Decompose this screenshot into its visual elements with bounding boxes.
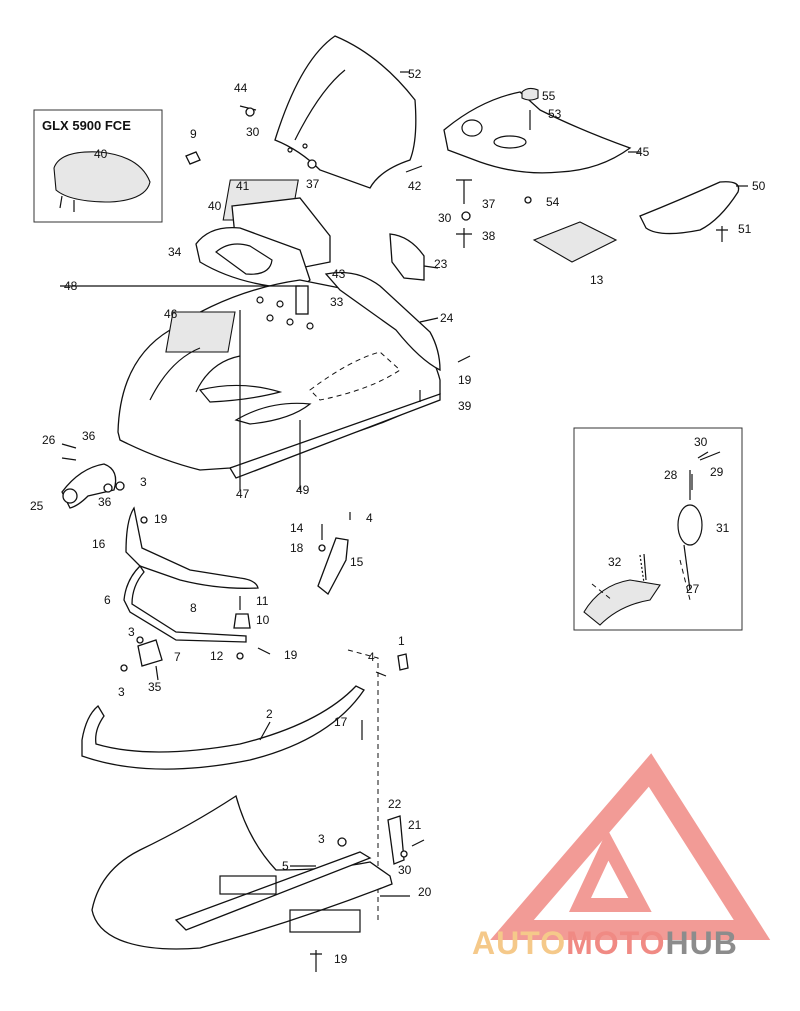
part-windshield xyxy=(274,35,417,189)
callout-39: 39 xyxy=(458,399,472,413)
callout-14: 14 xyxy=(290,521,304,535)
callout-19: 19 xyxy=(284,648,298,662)
callout-3: 3 xyxy=(140,475,147,489)
callout-36: 36 xyxy=(98,495,112,509)
brand-moto: MOTO xyxy=(566,925,665,961)
callout-35: 35 xyxy=(148,680,162,694)
part-bracket-22 xyxy=(387,815,405,865)
callout-41: 41 xyxy=(236,179,250,193)
part-hinge-left xyxy=(61,463,125,509)
callout-24: 24 xyxy=(440,311,454,325)
callout-33: 33 xyxy=(330,295,344,309)
callout-12: 12 xyxy=(210,649,224,663)
callout-48: 48 xyxy=(64,279,78,293)
callout-19: 19 xyxy=(334,952,348,966)
callout-1: 1 xyxy=(398,634,405,648)
callout-4: 4 xyxy=(368,650,375,664)
callout-26: 26 xyxy=(42,433,56,447)
callout-5: 5 xyxy=(282,859,289,873)
callout-36: 36 xyxy=(82,429,96,443)
brand-auto: AUTO xyxy=(472,925,566,961)
callout-55: 55 xyxy=(542,89,556,103)
brand-logo xyxy=(490,753,771,940)
callout-37: 37 xyxy=(482,197,496,211)
callout-23: 23 xyxy=(434,257,448,271)
part-bracket-23 xyxy=(389,233,425,281)
callout-49: 49 xyxy=(296,483,310,497)
inset-glx-5900-fce: GLX 5900 FCE xyxy=(33,109,163,223)
callout-44: 44 xyxy=(234,81,248,95)
callout-30: 30 xyxy=(694,435,708,449)
callout-10: 10 xyxy=(256,613,270,627)
callout-19: 19 xyxy=(154,512,168,526)
callout-37: 37 xyxy=(306,177,320,191)
part-trim xyxy=(639,181,740,235)
callout-40: 40 xyxy=(208,199,222,213)
callout-16: 16 xyxy=(92,537,106,551)
part-bracket-15 xyxy=(317,537,349,595)
callout-53: 53 xyxy=(548,107,562,121)
part-side-panel xyxy=(324,271,441,372)
callout-40: 40 xyxy=(94,147,108,161)
callout-34: 34 xyxy=(168,245,182,259)
callout-3: 3 xyxy=(128,625,135,639)
part-bumper xyxy=(81,649,379,920)
callout-51: 51 xyxy=(738,222,752,236)
callout-27: 27 xyxy=(686,582,700,596)
callout-30: 30 xyxy=(246,125,260,139)
callout-13: 13 xyxy=(590,273,604,287)
callout-28: 28 xyxy=(664,468,678,482)
callout-20: 20 xyxy=(418,885,432,899)
callout-45: 45 xyxy=(636,145,650,159)
callout-19: 19 xyxy=(458,373,472,387)
leader-lines xyxy=(60,71,748,897)
part-mat xyxy=(532,221,618,263)
callout-52: 52 xyxy=(408,67,422,81)
callout-8: 8 xyxy=(190,601,197,615)
callout-46: 46 xyxy=(164,307,178,321)
callout-31: 31 xyxy=(716,521,730,535)
callout-43: 43 xyxy=(332,267,346,281)
callout-17: 17 xyxy=(334,715,348,729)
callout-38: 38 xyxy=(482,229,496,243)
part-bracket-7 xyxy=(137,639,163,667)
callout-18: 18 xyxy=(290,541,304,555)
callout-6: 6 xyxy=(104,593,111,607)
callout-32: 32 xyxy=(608,555,622,569)
brand-text: AUTOMOTOHUB xyxy=(472,925,738,961)
callout-3: 3 xyxy=(118,685,125,699)
part-support-bar xyxy=(123,506,259,643)
callout-29: 29 xyxy=(710,465,724,479)
fastener-icons xyxy=(61,105,728,972)
callout-4: 4 xyxy=(366,511,373,525)
callout-9: 9 xyxy=(190,127,197,141)
callout-22: 22 xyxy=(388,797,402,811)
callout-54: 54 xyxy=(546,195,560,209)
callout-25: 25 xyxy=(30,499,44,513)
callout-7: 7 xyxy=(174,650,181,664)
callout-50: 50 xyxy=(752,179,766,193)
callout-30: 30 xyxy=(438,211,452,225)
inset-cable-detail xyxy=(573,427,743,631)
callout-15: 15 xyxy=(350,555,364,569)
callout-47: 47 xyxy=(236,487,250,501)
callout-11: 11 xyxy=(256,594,269,608)
inset-title: GLX 5900 FCE xyxy=(42,118,131,133)
part-deflector xyxy=(443,87,632,174)
callout-3: 3 xyxy=(318,832,325,846)
brand-hub: HUB xyxy=(665,925,737,961)
part-console xyxy=(195,179,331,288)
callout-42: 42 xyxy=(408,179,422,193)
callout-2: 2 xyxy=(266,707,273,721)
part-belly-pan xyxy=(91,794,393,950)
part-hood xyxy=(117,279,441,479)
callout-30: 30 xyxy=(398,863,412,877)
callout-21: 21 xyxy=(408,818,422,832)
